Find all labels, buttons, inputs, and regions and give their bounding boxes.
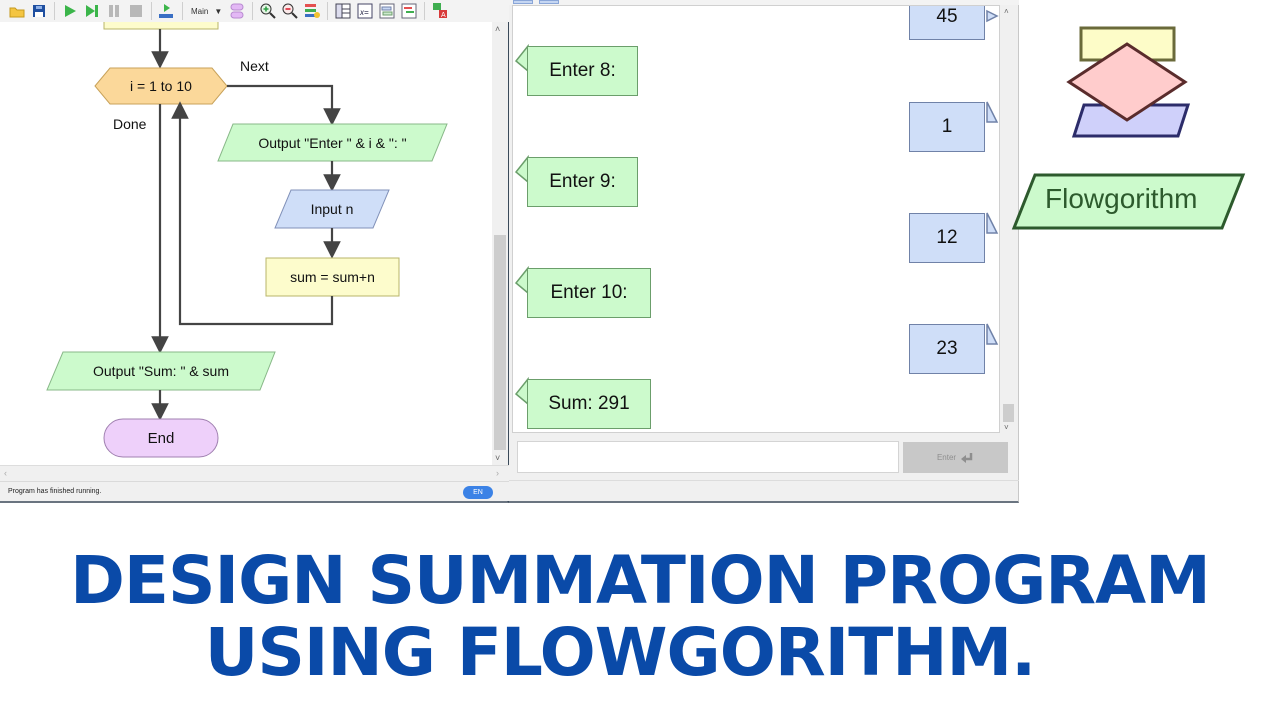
console-input-bubble: 12 xyxy=(909,213,985,263)
step-icon[interactable] xyxy=(81,1,103,21)
status-text: Program has finished running. xyxy=(8,488,102,495)
run-icon[interactable] xyxy=(59,1,81,21)
headline-line-2: USING FLOWGORITHM. xyxy=(204,614,1036,691)
flowgorithm-logo xyxy=(1011,26,1246,230)
toolbar-divider xyxy=(252,2,254,20)
toolbar-divider xyxy=(151,2,152,20)
console-scrollbar[interactable]: ˄ ˅ xyxy=(1001,5,1016,433)
save-icon[interactable] xyxy=(28,1,50,21)
scrollbar-thumb[interactable] xyxy=(494,235,506,450)
output-prompt-shape[interactable]: Output "Enter " & i & ": " xyxy=(258,134,407,151)
status-bar: Program has finished running. EN xyxy=(0,481,509,501)
console-output: 45 Enter 8: 1 Enter 9: 12 Enter 10: 23 S… xyxy=(512,5,1000,433)
loop-shape[interactable]: i = 1 to 10 xyxy=(130,78,192,94)
console-input-bubble: 1 xyxy=(909,102,985,152)
zoom-in-icon[interactable] xyxy=(257,1,279,21)
output-sum-shape[interactable]: Output "Sum: " & sum xyxy=(93,363,229,379)
toolbar-divider xyxy=(424,2,426,20)
translate-icon[interactable]: A xyxy=(429,1,451,21)
scroll-up-icon[interactable]: ˄ xyxy=(1004,7,1009,16)
assign-shape[interactable]: sum = sum+n xyxy=(290,269,375,285)
zoom-out-icon[interactable] xyxy=(279,1,301,21)
console-icon[interactable] xyxy=(376,1,398,21)
scroll-down-icon[interactable]: ˅ xyxy=(495,453,501,463)
return-arrow-icon xyxy=(961,452,973,463)
variables-icon[interactable]: x= xyxy=(354,1,376,21)
loop-done-label: Done xyxy=(113,116,147,132)
bubble-tails xyxy=(514,9,999,406)
headline-line-1: DESIGN SUMMATION PROGRAM xyxy=(70,542,1211,619)
flowchart-diagram xyxy=(46,22,448,458)
logo-text: Flowgorithm xyxy=(1045,183,1198,214)
layout-settings-icon[interactable] xyxy=(301,1,323,21)
toolbar-divider xyxy=(182,2,183,20)
console-toolbar xyxy=(509,0,1019,5)
function-select[interactable]: Main ▼ xyxy=(187,7,226,16)
console-input-bubble: 45 xyxy=(909,6,985,40)
enter-button-label: Enter xyxy=(936,453,957,462)
flowchart-canvas[interactable]: i = 1 to 10 Next Done Output "Enter " & … xyxy=(0,22,492,465)
add-function-icon[interactable] xyxy=(226,1,248,21)
loop-next-label: Next xyxy=(240,58,269,74)
scroll-right-icon[interactable]: › xyxy=(496,468,499,478)
console-toolbar-button[interactable] xyxy=(539,0,559,4)
console-output-bubble: Enter 8: xyxy=(527,46,638,96)
console-output-bubble: Enter 10: xyxy=(527,268,651,318)
open-folder-icon[interactable] xyxy=(6,1,28,21)
svg-text:x=: x= xyxy=(359,8,369,17)
stop-icon[interactable] xyxy=(125,1,147,21)
console-input-bubble: 23 xyxy=(909,324,985,374)
function-select-value: Main xyxy=(191,6,209,16)
run-speed-icon[interactable] xyxy=(156,1,178,21)
console-output-bubble: Sum: 291 xyxy=(527,379,651,429)
pause-icon[interactable] xyxy=(103,1,125,21)
svg-text:A: A xyxy=(441,12,446,19)
toolbar: Main ▼ x= A xyxy=(0,0,509,22)
scroll-left-icon[interactable]: ‹ xyxy=(4,468,7,478)
scroll-up-icon[interactable]: ˄ xyxy=(495,24,501,34)
vertical-scrollbar[interactable]: ˄ ˅ xyxy=(492,22,508,465)
chart-icon[interactable] xyxy=(398,1,420,21)
scrollbar-thumb[interactable] xyxy=(1003,404,1014,422)
console-footer-divider xyxy=(509,480,1019,481)
console-input-field[interactable] xyxy=(517,441,899,473)
console-window: 45 Enter 8: 1 Enter 9: 12 Enter 10: 23 S… xyxy=(509,0,1019,503)
enter-button[interactable]: Enter xyxy=(903,442,1008,473)
chevron-down-icon: ▼ xyxy=(214,6,223,16)
layout-icon[interactable] xyxy=(332,1,354,21)
end-shape[interactable]: End xyxy=(147,429,175,447)
language-badge[interactable]: EN xyxy=(463,486,493,499)
console-toolbar-button[interactable] xyxy=(513,0,533,4)
horizontal-scrollbar[interactable]: ‹ › xyxy=(0,465,509,481)
scroll-down-icon[interactable]: ˅ xyxy=(1004,423,1009,432)
toolbar-divider xyxy=(54,2,55,20)
console-output-bubble: Enter 9: xyxy=(527,157,638,207)
flowchart-window: Main ▼ x= A xyxy=(0,0,509,503)
input-shape[interactable]: Input n xyxy=(310,201,354,217)
toolbar-divider xyxy=(327,2,329,20)
